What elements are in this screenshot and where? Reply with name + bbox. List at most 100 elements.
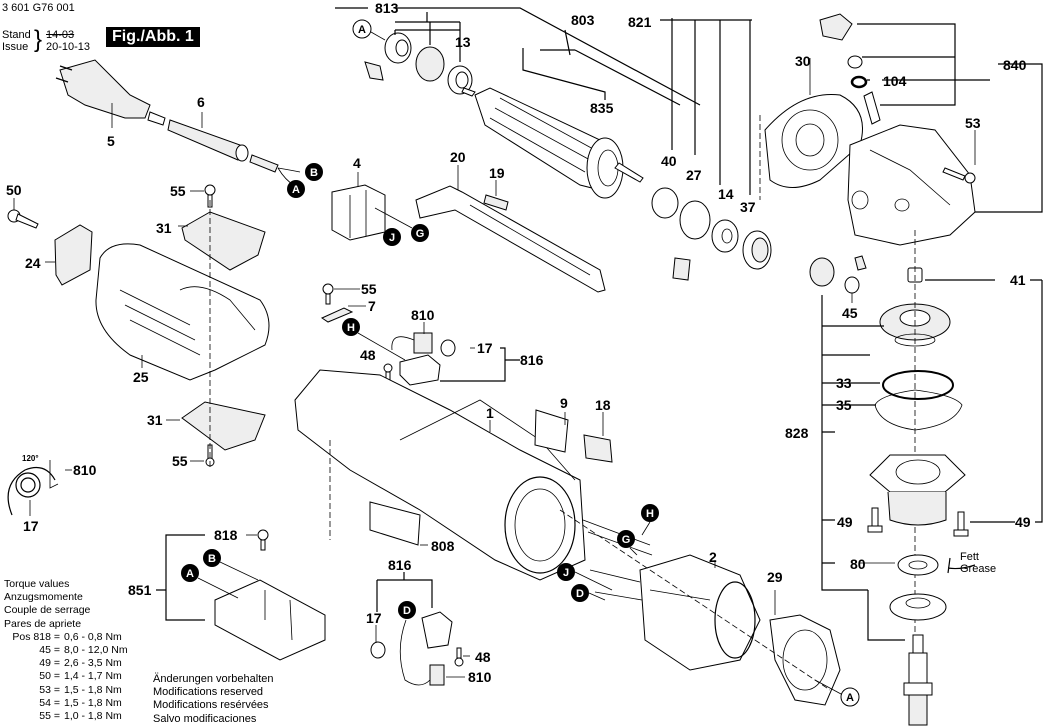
bearing-flange xyxy=(869,454,966,526)
bracket-840 xyxy=(857,23,990,106)
torque-row: 49 =2,6 - 3,5 Nm xyxy=(39,657,122,670)
carbon-brush-810 xyxy=(391,332,433,354)
stand-label: Stand xyxy=(2,29,31,41)
label-810a: 810 xyxy=(411,307,435,323)
nut-45 xyxy=(844,276,860,294)
reserved-de: Änderungen vorbehalten xyxy=(153,673,274,685)
connector-d-brush: D xyxy=(398,601,416,619)
connector-a-plug: A xyxy=(287,180,305,198)
leader-813 xyxy=(396,7,701,106)
bearing-13 xyxy=(447,65,473,95)
label-4: 4 xyxy=(353,155,361,171)
bearing-a xyxy=(384,32,412,64)
connector-a-outline-top: A xyxy=(352,19,386,41)
screw-49a xyxy=(867,507,883,533)
svg-text:G: G xyxy=(416,228,425,240)
label-35: 35 xyxy=(836,397,852,413)
label-816a: 816 xyxy=(520,352,544,368)
label-840: 840 xyxy=(1003,57,1027,73)
torque-row: 50 =1,4 - 1,7 Nm xyxy=(39,670,122,683)
label-40: 40 xyxy=(661,153,677,169)
spring-19 xyxy=(483,194,509,211)
screw-818 xyxy=(257,529,269,551)
torque-title-fr: Couple de serrage xyxy=(4,604,91,617)
label-25: 25 xyxy=(133,369,149,385)
screw-49b xyxy=(953,511,969,537)
connector-j-stator: J xyxy=(557,563,613,591)
lock-pin xyxy=(863,91,881,125)
label-13: 13 xyxy=(455,34,471,50)
oring-104 xyxy=(850,75,868,89)
reserved-fr: Modifications resérvées xyxy=(153,699,269,712)
label-104: 104 xyxy=(883,73,907,89)
svg-text:A: A xyxy=(292,184,300,196)
protective-hood-plate xyxy=(759,93,863,200)
torque-row: 55 =1,0 - 1,8 Nm xyxy=(39,710,122,723)
old-date: 14-03 xyxy=(46,29,75,41)
spring-angle-label: 120° xyxy=(22,454,39,463)
bearing-14 xyxy=(711,219,739,253)
label-48b: 48 xyxy=(475,649,491,665)
stand-issue-labels: Stand Issue xyxy=(2,29,31,53)
connector-d-stator: D xyxy=(571,584,606,602)
connector-b-plug: B xyxy=(305,163,323,181)
connector-g-switch: G xyxy=(374,207,429,242)
nameplate-18 xyxy=(583,434,613,463)
svg-text:J: J xyxy=(563,567,569,579)
field-stator xyxy=(639,554,761,671)
clamping-flange xyxy=(889,593,947,621)
label-55c: 55 xyxy=(172,453,188,469)
spring-brush-small xyxy=(364,61,384,81)
label-20: 20 xyxy=(450,149,466,165)
circlip-40 xyxy=(651,187,679,219)
washer-80-hole xyxy=(908,560,928,570)
label-50: 50 xyxy=(6,182,22,198)
label-808: 808 xyxy=(431,538,455,554)
oring-33 xyxy=(882,370,954,400)
torque-title-en: Torque values xyxy=(4,578,70,590)
torque-title-es: Pares de apriete xyxy=(4,617,82,630)
motor-housing xyxy=(294,369,586,581)
bracket-828 xyxy=(821,295,884,591)
reserved-es: Salvo modificaciones xyxy=(153,712,257,725)
label-53: 53 xyxy=(965,115,981,131)
svg-text:J: J xyxy=(389,232,395,244)
torque-row: 54 =1,5 - 1,8 Nm xyxy=(39,696,122,709)
connector-h-stator: H xyxy=(641,504,659,536)
leader-803 xyxy=(540,29,681,106)
bracket-813 xyxy=(394,12,461,62)
figure-label: Fig./Abb. 1 xyxy=(106,27,200,47)
issue-date: 20-10-13 xyxy=(46,41,91,53)
bracket-851 xyxy=(156,534,205,621)
label-810c: 810 xyxy=(468,669,492,685)
power-plug xyxy=(55,59,166,126)
label-41: 41 xyxy=(1010,272,1026,288)
reserved-en: Modifications reserved xyxy=(153,686,264,699)
spindle xyxy=(903,634,933,726)
label-17c: 17 xyxy=(366,610,382,626)
spring-17a xyxy=(440,339,456,357)
bottom-cover-31 xyxy=(181,401,266,451)
label-813: 813 xyxy=(375,0,399,16)
bearing-bush-37 xyxy=(742,230,772,270)
switch-4 xyxy=(331,184,386,241)
brush-wire xyxy=(399,619,431,686)
label-851: 851 xyxy=(128,582,152,598)
label-18: 18 xyxy=(595,397,611,413)
grease-label-fett: Fett xyxy=(960,551,979,563)
label-29: 29 xyxy=(767,569,783,585)
connector-j-switch: J xyxy=(383,228,401,246)
svg-text:B: B xyxy=(208,553,216,565)
svg-text:D: D xyxy=(576,588,584,600)
torque-row: 53 =1,5 - 1,8 Nm xyxy=(39,683,122,696)
label-14: 14 xyxy=(718,186,734,202)
label-55b: 55 xyxy=(361,281,377,297)
label-49a: 49 xyxy=(837,514,853,530)
brush-holder-b xyxy=(421,611,453,649)
rear-housing-25 xyxy=(95,243,270,381)
issue-label: Issue xyxy=(2,41,29,53)
label-37: 37 xyxy=(740,199,756,215)
bracket-816a xyxy=(440,347,520,382)
connector-g-stator: G xyxy=(617,530,638,556)
